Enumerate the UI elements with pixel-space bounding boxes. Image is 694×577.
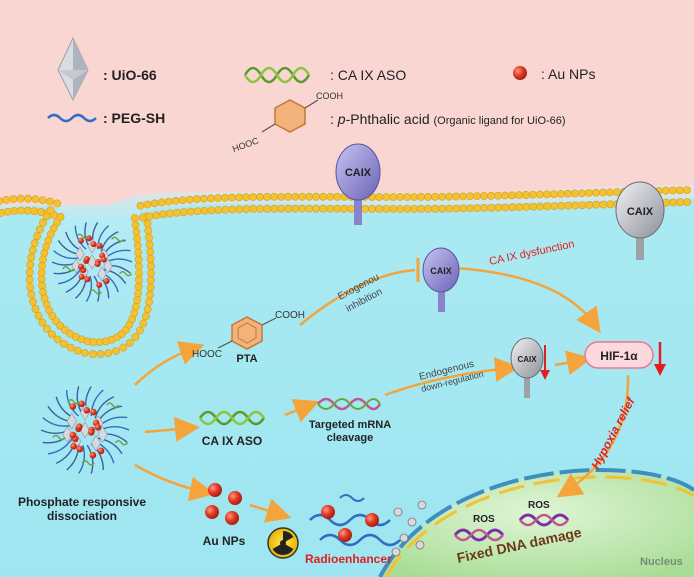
aso-icon: [243, 66, 311, 84]
caix-down: CAIX: [510, 337, 550, 398]
nuclear-envelope: [378, 467, 694, 577]
au-cluster: [205, 483, 242, 525]
nanoparticle-dissociating: [40, 386, 130, 474]
mrna-cleavage: Targeted mRNA cleavage: [309, 397, 391, 444]
aso-released: CA IX ASO: [198, 410, 266, 448]
arrow-to-aso: [144, 416, 200, 442]
caix-inhibited: CAIX: [422, 247, 460, 312]
pta-label: PTA: [236, 353, 257, 365]
legend-pta-note: (Organic ligand for UiO-66): [434, 115, 566, 127]
pta-hooc: HOOC: [192, 349, 222, 360]
legend-pta-cooh: COOH: [316, 91, 343, 101]
au-icon: [513, 66, 527, 80]
nucleus: [380, 470, 694, 577]
arrow-au-radio: [249, 498, 292, 523]
nanoparticle-endocytosed: [51, 222, 133, 302]
arrow-aso-mrna: [284, 398, 320, 423]
arrow-to-pta: [134, 341, 205, 386]
legend-pta-italic: p: [337, 111, 346, 127]
caix-label-down: CAIX: [517, 355, 537, 364]
nuclear-envelope-inner: [384, 475, 694, 577]
legend-aso: : CA IX ASO: [330, 67, 406, 83]
caix-label-right: CAIX: [627, 206, 654, 218]
radiation-icon: [267, 527, 299, 559]
cell-membrane: [0, 186, 692, 359]
hif-label: HIF-1α: [600, 349, 638, 363]
pta-molecule: COOH HOOC PTA: [192, 310, 305, 365]
peg-icon: [47, 113, 97, 123]
uio66-icon: [57, 36, 89, 102]
pta-cooh: COOH: [275, 310, 305, 321]
arrow-hypoxia: [556, 374, 630, 498]
dna-damage: ROS ROS: [453, 500, 570, 542]
dissoc-label-1: Phosphate responsive: [18, 495, 146, 509]
legend-peg: : PEG-SH: [103, 110, 165, 126]
arrows: [134, 266, 630, 523]
legend-pta-text: -Phthalic acid: [346, 111, 430, 127]
mrna-label-2: cleavage: [327, 432, 373, 444]
nucleus-label: Nucleus: [640, 556, 683, 568]
legend-au: : Au NPs: [541, 66, 595, 82]
legend-uio66: : UiO-66: [103, 67, 157, 83]
ros-label-2: ROS: [528, 500, 550, 511]
arrow-dysfunction: [454, 266, 601, 334]
radiation-waves: [309, 494, 427, 557]
au-label: Au NPs: [203, 534, 246, 548]
dissoc-label-2: dissociation: [47, 509, 117, 523]
arrow-to-hif: [554, 350, 592, 376]
radio-label: Radioenhancer: [305, 552, 392, 566]
hif-node: HIF-1α: [584, 341, 666, 376]
arrow-endo: [384, 357, 520, 397]
arrow-to-au: [134, 463, 215, 502]
extracellular-region: [0, 0, 694, 205]
caix-membrane-right: CAIX: [615, 181, 665, 260]
caix-membrane-left: CAIX: [335, 143, 381, 225]
aso-label: CA IX ASO: [202, 434, 262, 448]
caix-label-inhibited: CAIX: [430, 266, 452, 276]
legend-pta: : p-Phthalic acid (Organic ligand for Ui…: [330, 111, 566, 127]
caix-label-left: CAIX: [345, 167, 372, 179]
mrna-label-1: Targeted mRNA: [309, 419, 391, 431]
arrow-exo-inhibition: [299, 268, 416, 326]
ros-label-1: ROS: [473, 514, 495, 525]
legend: : UiO-66 : PEG-SH : CA IX ASO : Au NPs C…: [47, 36, 595, 154]
